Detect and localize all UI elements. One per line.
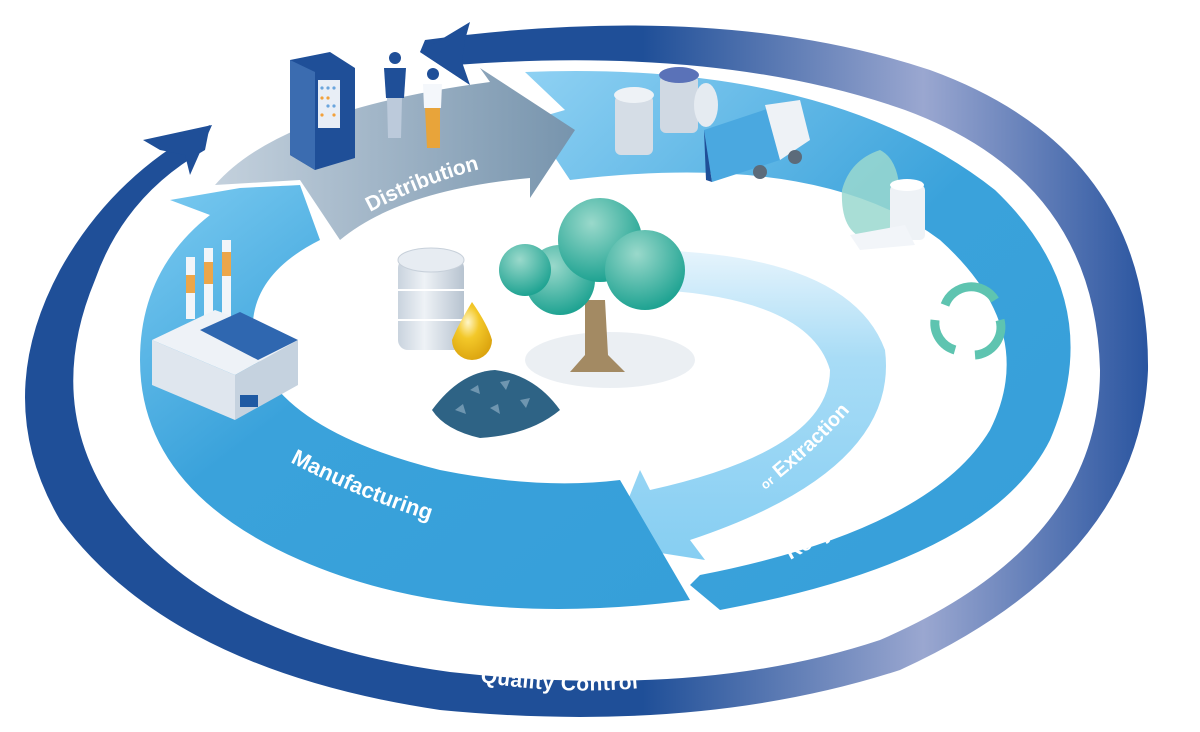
stage-recycling-band bbox=[525, 70, 1071, 611]
trash-cans-icon bbox=[614, 67, 718, 155]
oil-barrel-icon bbox=[397, 247, 465, 350]
stage-distribution-arrow bbox=[215, 68, 575, 240]
stage-harvest-band bbox=[610, 250, 886, 560]
garbage-truck-icon bbox=[704, 100, 810, 182]
oil-drop-icon bbox=[452, 302, 492, 360]
factory-icon bbox=[152, 240, 298, 420]
outer-ring-arrowhead-top bbox=[420, 22, 470, 85]
plastic-bottles-icon bbox=[841, 150, 925, 250]
stage-manufacturing-band bbox=[140, 185, 690, 609]
tree-icon bbox=[499, 198, 695, 388]
vending-machine-icon bbox=[290, 52, 355, 170]
ore-pile-icon bbox=[432, 370, 560, 438]
recycle-icon bbox=[930, 282, 1006, 360]
people-icon bbox=[384, 52, 442, 148]
outer-ring-arrowhead-left bbox=[143, 125, 212, 175]
